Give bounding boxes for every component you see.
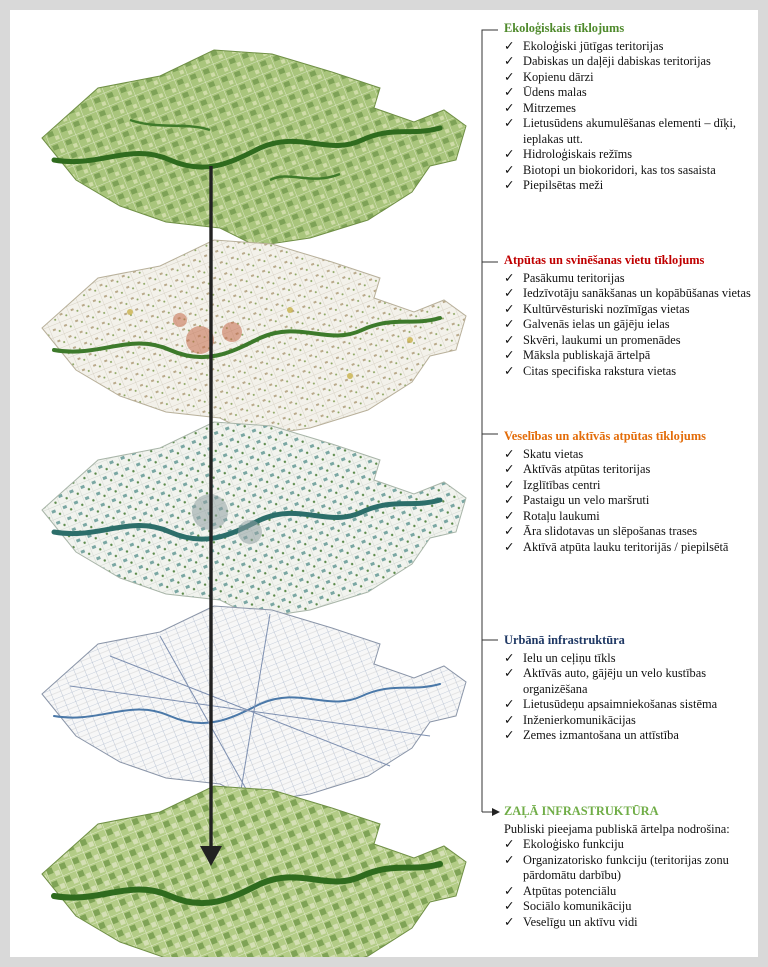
list-item: ✓Kultūrvēsturiski nozīmīgas vietas bbox=[504, 301, 690, 316]
list-item: ✓Hidroloģiskais režīms bbox=[504, 147, 633, 161]
map-layer-health bbox=[41, 421, 467, 619]
check-icon: ✓ bbox=[504, 462, 515, 476]
group-leisure: Atpūtas un svinēšanas vietu tīklojums ✓P… bbox=[504, 253, 751, 379]
diagram-frame: Ekoloģiskais tīklojums ✓Ekoloģiski jūtīg… bbox=[10, 10, 758, 957]
list-item: ✓Sociālo komunikāciju bbox=[504, 899, 632, 913]
check-icon: ✓ bbox=[504, 348, 515, 362]
group-items: ✓Pasākumu teritorijas ✓Iedzīvotāju sanāk… bbox=[504, 271, 751, 380]
check-icon: ✓ bbox=[504, 728, 515, 742]
map-layers bbox=[41, 29, 500, 957]
map-layer-urban bbox=[41, 605, 467, 803]
list-item: ✓Piepilsētas meži bbox=[504, 178, 604, 192]
list-item: ✓Biotopi un biokoridori, kas tos sasaist… bbox=[504, 162, 716, 177]
list-item: ✓Izglītības centri bbox=[504, 477, 601, 492]
list-item: ✓Mitrzemes bbox=[504, 100, 576, 115]
map-layer-green-infrastructure bbox=[41, 785, 467, 957]
list-item: ✓Zemes izmantošana un attīstība bbox=[504, 728, 679, 742]
list-item: ✓Inženierkomunikācijas bbox=[504, 712, 636, 727]
list-item: ✓Āra slidotavas un slēpošanas trases bbox=[504, 524, 698, 538]
group-title: Atpūtas un svinēšanas vietu tīklojums bbox=[504, 253, 705, 267]
list-item: ✓Lietusūdeņu apsaimniekošanas sistēma bbox=[504, 697, 718, 711]
check-icon: ✓ bbox=[504, 301, 515, 316]
check-icon: ✓ bbox=[504, 116, 515, 130]
list-item: ✓Māksla publiskajā ārtelpā bbox=[504, 348, 651, 362]
group-intro: Publiski pieejama publiskā ārtelpa nodro… bbox=[504, 821, 730, 836]
list-item: ✓Kopienu dārzi bbox=[504, 69, 594, 84]
check-icon: ✓ bbox=[504, 712, 515, 727]
layer-stack-arrowhead bbox=[200, 846, 222, 866]
check-icon: ✓ bbox=[504, 446, 515, 461]
group-ecological: Ekoloģiskais tīklojums ✓Ekoloģiski jūtīg… bbox=[504, 21, 758, 194]
check-icon: ✓ bbox=[504, 38, 515, 53]
group-title: Ekoloģiskais tīklojums bbox=[504, 21, 625, 35]
check-icon: ✓ bbox=[504, 899, 515, 913]
group-title: Veselības un aktīvās atpūtas tīklojums bbox=[504, 429, 706, 443]
check-icon: ✓ bbox=[504, 100, 515, 115]
map-layer-ecological bbox=[41, 49, 467, 247]
check-icon: ✓ bbox=[504, 178, 515, 192]
check-icon: ✓ bbox=[504, 69, 515, 84]
list-item: ✓Rotaļu laukumi bbox=[504, 508, 600, 523]
list-item: ✓Ekoloģiski jūtīgas teritorijas bbox=[504, 38, 664, 53]
check-icon: ✓ bbox=[504, 54, 515, 68]
check-icon: ✓ bbox=[504, 270, 515, 285]
list-item: ✓Aktīvās auto, gājēju un velo kustības o… bbox=[504, 666, 707, 696]
check-icon: ✓ bbox=[504, 650, 515, 665]
check-icon: ✓ bbox=[504, 539, 515, 554]
list-item: ✓Organizatorisko funkciju (teritorijas z… bbox=[504, 852, 729, 883]
check-icon: ✓ bbox=[504, 477, 515, 492]
check-icon: ✓ bbox=[504, 147, 515, 161]
list-item: ✓Pastaigu un velo maršruti bbox=[504, 493, 650, 507]
list-item: ✓Ūdens malas bbox=[504, 85, 587, 99]
list-item: ✓Veselīgu un aktīvu vidi bbox=[504, 914, 638, 929]
check-icon: ✓ bbox=[504, 363, 515, 378]
group-health: Veselības un aktīvās atpūtas tīklojums ✓… bbox=[504, 429, 728, 555]
group-title: ZAĻĀ INFRASTRUKTŪRA bbox=[504, 804, 659, 818]
group-connector bbox=[481, 29, 498, 812]
list-item: ✓Aktīvās atpūtas teritorijas bbox=[504, 462, 651, 476]
group-title: Urbānā infrastruktūra bbox=[504, 633, 625, 647]
group-urban: Urbānā infrastruktūra ✓Ielu un ceļiņu tī… bbox=[504, 633, 758, 744]
list-item: ✓Galvenās ielas un gājēju ielas bbox=[504, 317, 670, 331]
check-icon: ✓ bbox=[504, 332, 515, 347]
map-layer-leisure bbox=[41, 239, 467, 437]
group-items: ✓Skatu vietas ✓Aktīvās atpūtas teritorij… bbox=[504, 447, 728, 556]
list-item: ✓Citas specifiska rakstura vietas bbox=[504, 363, 677, 378]
list-item: ✓Lietusūdens akumulēšanas elementi – dīķ… bbox=[504, 116, 737, 146]
list-item: ✓Dabiskas un daļēji dabiskas teritorijas bbox=[504, 54, 711, 68]
list-item: ✓Ielu un ceļiņu tīkls bbox=[504, 650, 616, 665]
list-item: ✓Skatu vietas bbox=[504, 446, 584, 461]
green-infrastructure-arrowhead bbox=[492, 808, 500, 816]
list-item: ✓Iedzīvotāju sanākšanas un kopābūšanas v… bbox=[504, 286, 751, 300]
group-items: ✓Ekoloģiski jūtīgas teritorijas ✓Dabiska… bbox=[504, 39, 758, 194]
group-green-infrastructure: ZAĻĀ INFRASTRUKTŪRA Publiski pieejama pu… bbox=[504, 804, 758, 930]
check-icon: ✓ bbox=[504, 493, 515, 507]
check-icon: ✓ bbox=[504, 666, 515, 680]
check-icon: ✓ bbox=[504, 837, 515, 851]
check-icon: ✓ bbox=[504, 317, 515, 331]
check-icon: ✓ bbox=[504, 508, 515, 523]
list-item: ✓Ekoloģisko funkciju bbox=[504, 837, 624, 851]
check-icon: ✓ bbox=[504, 286, 515, 300]
check-icon: ✓ bbox=[504, 852, 515, 867]
list-item: ✓Aktīvā atpūta lauku teritorijās / piepi… bbox=[504, 539, 729, 554]
check-icon: ✓ bbox=[504, 914, 515, 929]
check-icon: ✓ bbox=[504, 697, 515, 711]
group-items: ✓Ielu un ceļiņu tīkls ✓Aktīvās auto, gāj… bbox=[504, 651, 758, 744]
check-icon: ✓ bbox=[504, 524, 515, 538]
list-item: ✓Pasākumu teritorijas bbox=[504, 270, 625, 285]
list-item: ✓Skvēri, laukumi un promenādes bbox=[504, 332, 681, 347]
check-icon: ✓ bbox=[504, 883, 515, 898]
list-item: ✓Atpūtas potenciālu bbox=[504, 883, 617, 898]
check-icon: ✓ bbox=[504, 85, 515, 99]
check-icon: ✓ bbox=[504, 162, 515, 177]
group-items: ✓Ekoloģisko funkciju ✓Organizatorisko fu… bbox=[504, 837, 758, 930]
